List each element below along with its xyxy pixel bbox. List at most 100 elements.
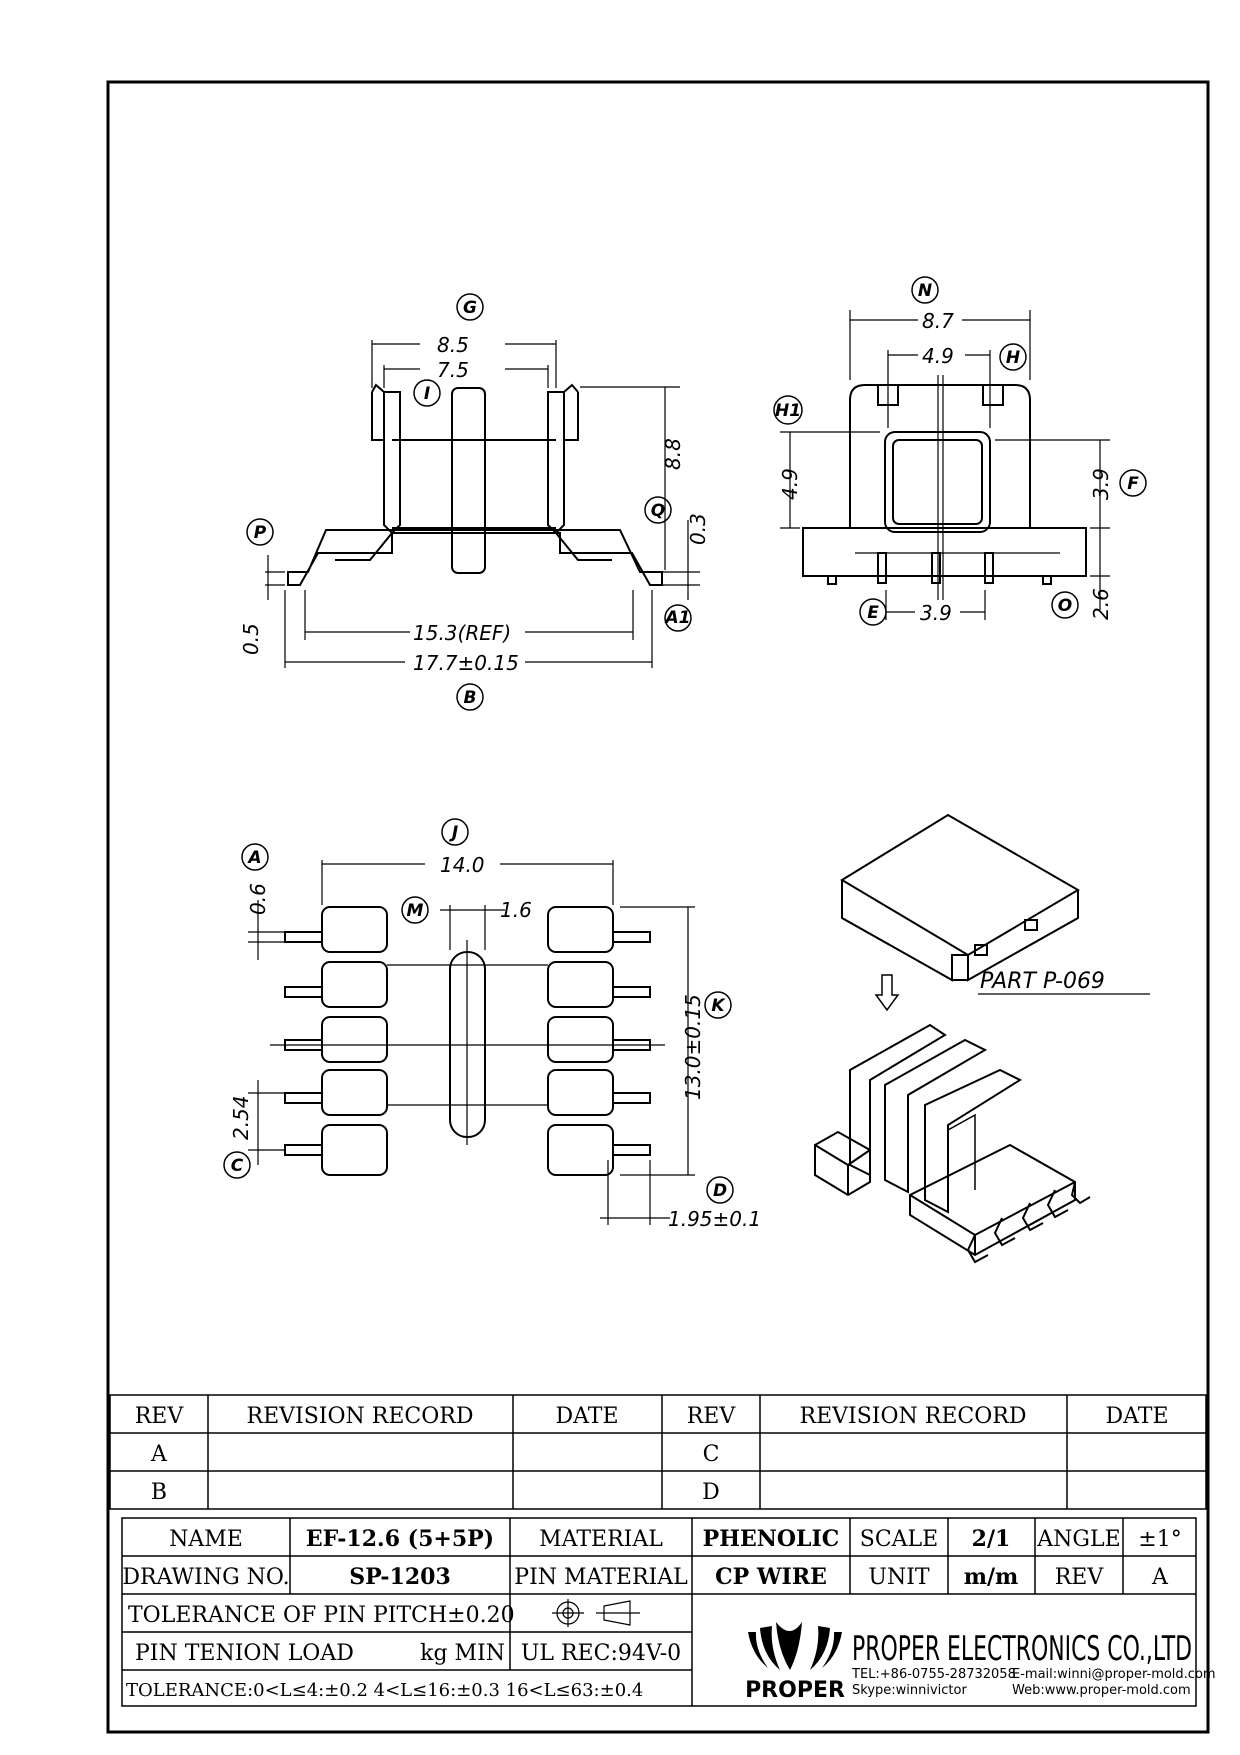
callout-h: H xyxy=(999,343,1027,371)
callout-j: J xyxy=(441,818,469,846)
rev-value: A xyxy=(1151,1565,1169,1590)
projection-symbol-icon xyxy=(552,1599,640,1627)
scale-value: 2/1 xyxy=(972,1526,1011,1552)
record-header-1: REVISION RECORD xyxy=(247,1404,474,1429)
date-header-1: DATE xyxy=(555,1404,618,1429)
revision-table-text: REV REVISION RECORD DATE REV REVISION RE… xyxy=(135,1404,1169,1505)
dim-height: 8.8 xyxy=(661,438,685,470)
record-header-2: REVISION RECORD xyxy=(800,1404,1027,1429)
dim-q: 0.3 xyxy=(686,513,710,545)
callout-m: M xyxy=(401,896,429,924)
rev-a: A xyxy=(150,1442,168,1467)
iso-pins xyxy=(966,1181,1091,1264)
dim-m: 1.6 xyxy=(500,898,532,922)
svg-text:I: I xyxy=(424,384,430,404)
general-tolerance: TOLERANCE:0<L≤4:±0.2 4<L≤16:±0.3 16<L≤63… xyxy=(126,1680,643,1701)
callout-b: B xyxy=(456,683,484,711)
ul-rec: UL REC:94V-0 xyxy=(521,1641,681,1666)
front-view-annotations: 8.5 7.5 8.8 0.3 0.5 15.3(REF) 17.7±0.15 … xyxy=(239,293,710,711)
pin-material-label: PIN MATERIAL xyxy=(514,1565,688,1590)
callout-p: P xyxy=(246,518,274,546)
svg-text:G: G xyxy=(463,298,477,318)
dim-f: 3.9 xyxy=(1089,468,1113,500)
company-web: Web:www.proper-mold.com xyxy=(1012,1683,1191,1698)
callout-i: I xyxy=(413,379,441,407)
title-block-text: NAME EF-12.6 (5+5P) MATERIAL PHENOLIC SC… xyxy=(122,1526,1181,1701)
callout-d: D xyxy=(706,1176,734,1204)
svg-text:O: O xyxy=(1058,596,1072,616)
svg-text:N: N xyxy=(918,281,932,301)
clip-isometric xyxy=(840,813,1080,982)
date-header-2: DATE xyxy=(1105,1404,1168,1429)
pin-pitch-tolerance: TOLERANCE OF PIN PITCH±0.20 xyxy=(128,1603,515,1628)
revision-table xyxy=(109,1394,1207,1510)
svg-text:A: A xyxy=(246,848,261,868)
angle-label: ANGLE xyxy=(1036,1527,1120,1552)
svg-text:M: M xyxy=(407,901,424,921)
front-view xyxy=(265,340,700,668)
dim-h1: 4.9 xyxy=(778,468,802,500)
part-label: PART P-069 xyxy=(978,969,1150,995)
bottom-view xyxy=(248,860,695,1225)
svg-text:Q: Q xyxy=(651,501,665,521)
svg-text:F: F xyxy=(1127,474,1139,494)
svg-text:D: D xyxy=(713,1181,727,1201)
company-info: PROPER ELECTRONICS CO.,LTD TEL:+86-0755-… xyxy=(851,1629,1216,1698)
dim-e: 3.9 xyxy=(920,601,952,625)
company-skype: Skype:winnivictor xyxy=(852,1683,967,1698)
bobbin-isometric xyxy=(814,1023,1091,1264)
dim-j: 14.0 xyxy=(440,853,485,877)
rev-d: D xyxy=(702,1480,720,1505)
company-logo: PROPER xyxy=(745,1622,845,1703)
svg-text:H: H xyxy=(1006,348,1020,368)
rev-c: C xyxy=(703,1442,720,1467)
drawing-no-label: DRAWING NO. xyxy=(122,1565,289,1590)
pin-tension-label: PIN TENION LOAD xyxy=(135,1641,354,1666)
dim-b: 17.7±0.15 xyxy=(413,651,519,675)
svg-text:B: B xyxy=(464,688,477,708)
dim-ref: 15.3(REF) xyxy=(413,621,511,645)
pin-material-value: CP WIRE xyxy=(715,1564,827,1590)
material-value: PHENOLIC xyxy=(703,1526,840,1552)
callout-n: N xyxy=(911,276,939,304)
callout-a: A xyxy=(241,843,269,871)
company-tel: TEL:+86-0755-28732058 xyxy=(851,1667,1016,1682)
dim-a: 0.6 xyxy=(246,883,270,915)
callout-a1: A1 xyxy=(664,604,692,632)
callout-g: G xyxy=(456,293,484,321)
dim-h: 4.9 xyxy=(922,344,954,368)
callout-f: F xyxy=(1119,469,1147,497)
callout-c: C xyxy=(223,1151,251,1179)
logo-text: PROPER xyxy=(745,1678,845,1703)
rev-b: B xyxy=(151,1480,167,1505)
dim-i: 7.5 xyxy=(437,358,469,382)
rev-header-2: REV xyxy=(687,1404,737,1429)
title-block xyxy=(121,1517,1197,1707)
callout-q: Q xyxy=(644,496,672,524)
callout-k: K xyxy=(704,991,732,1019)
side-view-annotations: 8.7 4.9 4.9 3.9 2.6 3.9 N H H1 F E O xyxy=(773,276,1147,626)
svg-text:P: P xyxy=(254,523,267,543)
rev-header-1: REV xyxy=(135,1404,185,1429)
svg-text:C: C xyxy=(231,1156,244,1176)
svg-text:J: J xyxy=(449,823,458,843)
callout-h1: H1 xyxy=(773,395,803,425)
scale-label: SCALE xyxy=(860,1527,938,1552)
side-view xyxy=(780,310,1110,620)
name-value: EF-12.6 (5+5P) xyxy=(306,1526,494,1552)
drawing-no-value: SP-1203 xyxy=(349,1564,451,1590)
dim-k: 13.0±0.15 xyxy=(681,994,705,1100)
svg-text:A1: A1 xyxy=(664,608,691,628)
bottom-view-annotations: 14.0 1.6 0.6 13.0±0.15 2.54 1.95±0.1 J M… xyxy=(223,818,761,1231)
company-name: PROPER ELECTRONICS CO.,LTD xyxy=(852,1629,1192,1669)
svg-text:K: K xyxy=(711,996,726,1016)
svg-text:H1: H1 xyxy=(775,401,801,421)
dim-c: 2.54 xyxy=(229,1095,253,1140)
pin-tension-unit: kg MIN xyxy=(420,1641,505,1666)
callout-o: O xyxy=(1051,591,1079,619)
unit-value: m/m xyxy=(964,1564,1019,1590)
part-p069-label: PART P-069 xyxy=(980,969,1105,994)
angle-value: ±1° xyxy=(1138,1527,1181,1552)
dim-o: 2.6 xyxy=(1089,588,1113,620)
